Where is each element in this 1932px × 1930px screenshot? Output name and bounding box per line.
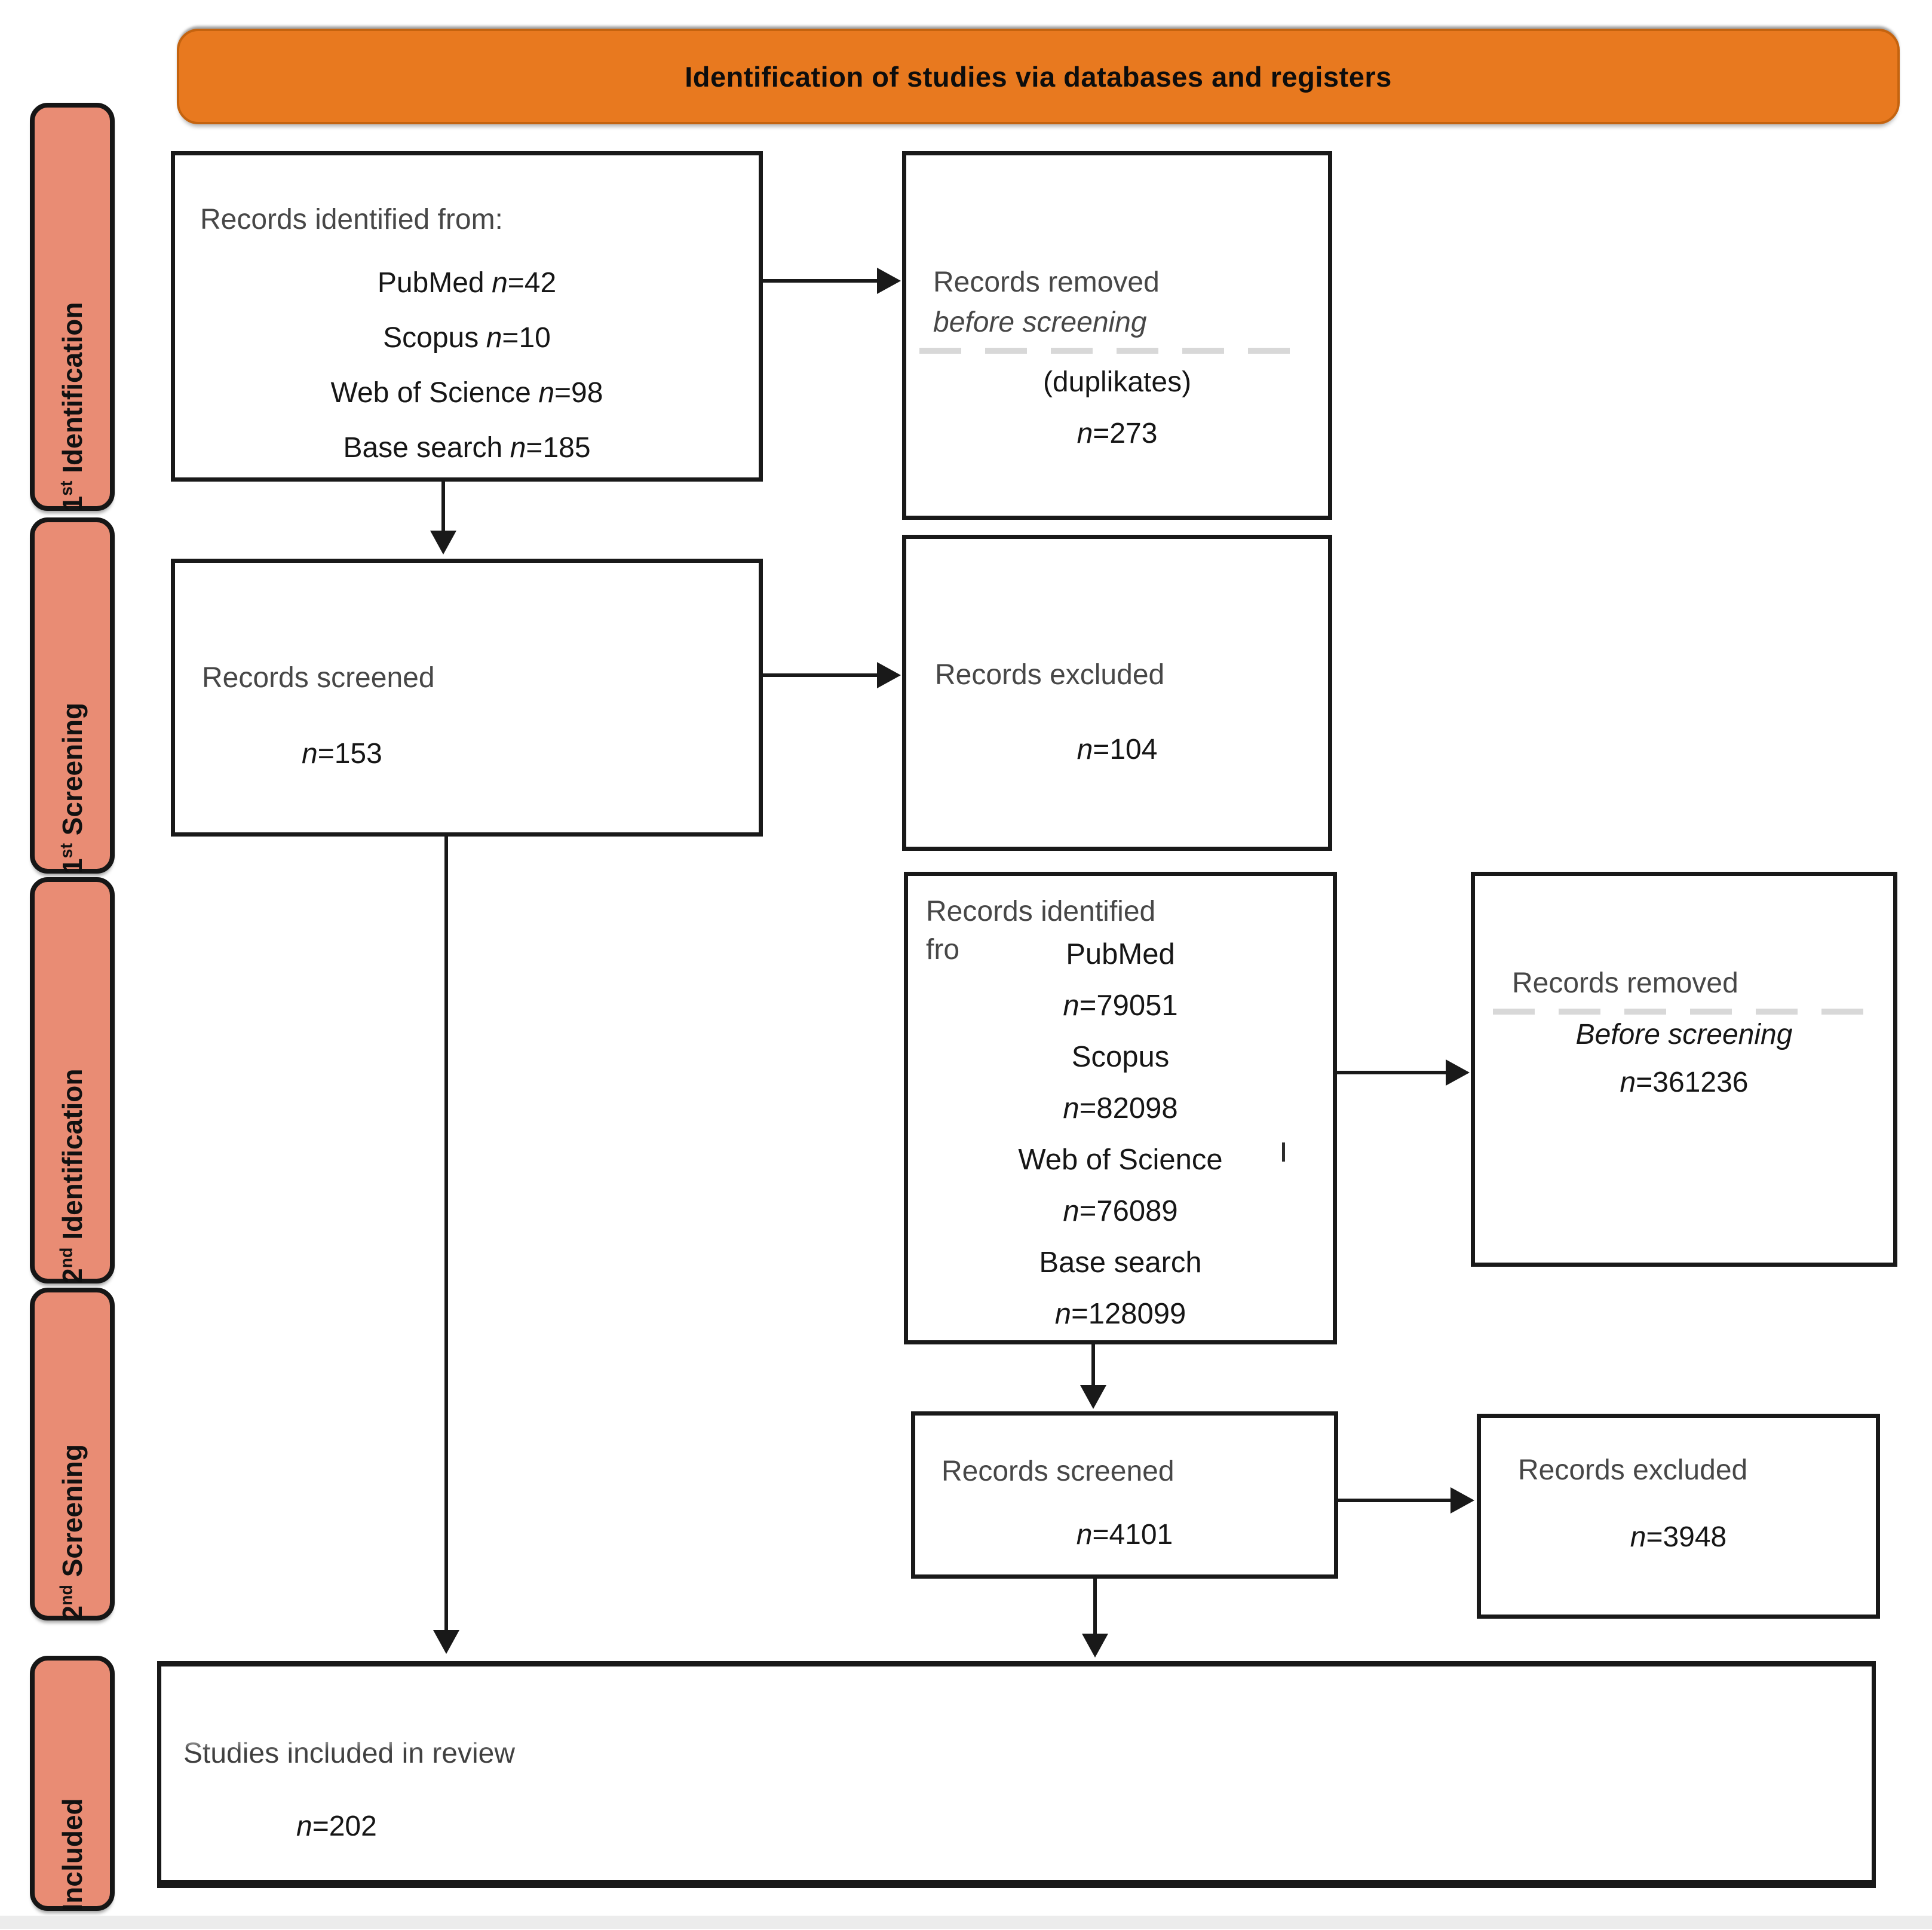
box-header: Records excluded: [935, 659, 1165, 691]
arrow-screened1-to-included-head: [433, 1630, 459, 1654]
source-count: n=76089: [1063, 1195, 1178, 1227]
box-studies-included: Studies included in review n=202: [157, 1661, 1876, 1888]
arrow-identified1-to-screened1-line: [441, 482, 445, 533]
sidebar-tab-label: 2nd Identification: [57, 1068, 88, 1283]
arrow-identified1-to-screened1-head: [430, 531, 456, 555]
sidebar-tab-first-identification: 1st Identification: [30, 103, 115, 511]
erased-text-artifact: [1493, 1009, 1866, 1015]
box-records-removed-2: Records removed Before screening n=36123…: [1471, 872, 1897, 1267]
sidebar-tab-second-screening: 2nd Screening: [30, 1288, 115, 1620]
banner-title: Identification of studies via databases …: [685, 60, 1392, 93]
sidebar-tab-first-screening: 1st Screening: [30, 517, 115, 874]
arrow-screened2-to-included-line: [1093, 1579, 1097, 1636]
arrow-identified1-to-removed1-line: [763, 279, 880, 283]
source-name-pubmed: PubMed: [1066, 938, 1175, 970]
box-header-clipped: fro: [926, 934, 960, 966]
stray-mark-artifact: [1282, 1142, 1285, 1162]
erased-text-artifact: [919, 348, 1290, 354]
sidebar-tab-second-identification: 2nd Identification: [30, 877, 115, 1283]
box-records-removed-1: Records removed before screening (duplik…: [902, 151, 1332, 520]
banner-identification-header: Identification of studies via databases …: [177, 29, 1900, 124]
arrow-screened2-to-excluded2-head: [1450, 1487, 1474, 1514]
box-count: n=153: [302, 738, 382, 770]
arrow-screened2-to-included-head: [1082, 1634, 1108, 1658]
box-count: n=104: [1077, 734, 1158, 765]
arrow-identified2-to-removed2-line: [1337, 1071, 1448, 1074]
source-name-web-of-science: Web of Science: [1018, 1144, 1223, 1176]
box-header: Records removed: [1512, 967, 1738, 999]
arrow-identified1-to-removed1-head: [877, 268, 901, 294]
box-records-screened-2: Records screened n=4101: [911, 1411, 1338, 1579]
source-list: PubMed n=79051 Scopus n=82098 Web of Sci…: [908, 929, 1333, 1340]
source-name-scopus: Scopus: [1071, 1041, 1170, 1073]
box-header: Records identified from:: [200, 204, 503, 235]
sidebar-tab-included: Included: [30, 1656, 115, 1911]
arrow-screened1-to-excluded1-line: [763, 673, 880, 677]
arrow-screened1-to-included-line: [444, 837, 448, 1632]
box-header: Records removed: [933, 266, 1160, 298]
sidebar-tab-label: 2nd Screening: [57, 1444, 88, 1620]
box-header: Records screened: [202, 662, 435, 694]
box-subheader-italic: before screening: [933, 307, 1147, 338]
box-records-screened-1: Records screened n=153: [171, 559, 763, 837]
box-header: Records screened: [942, 1456, 1174, 1487]
source-name-base-search: Base search: [1039, 1246, 1202, 1279]
arrow-identified2-to-removed2-head: [1446, 1059, 1470, 1086]
arrow-screened1-to-excluded1-head: [877, 662, 901, 688]
box-count: n=3948: [1630, 1521, 1727, 1553]
arrow-screened2-to-excluded2-line: [1338, 1499, 1453, 1502]
box-count: n=361236: [1620, 1067, 1749, 1098]
box-records-excluded-2: Records excluded n=3948: [1477, 1414, 1880, 1619]
box-header: Records identified: [926, 896, 1156, 927]
sidebar-tab-label: 1st Screening: [57, 702, 88, 874]
arrow-identified2-to-screened2-head: [1080, 1385, 1106, 1409]
box-count: n=202: [296, 1810, 377, 1842]
box-subheader-italic: Before screening: [1575, 1019, 1793, 1050]
source-count: n=82098: [1063, 1092, 1178, 1125]
box-count: n=273: [1077, 418, 1158, 449]
source-count: n=79051: [1063, 989, 1178, 1022]
arrow-identified2-to-screened2-line: [1091, 1344, 1095, 1387]
box-header: Records excluded: [1518, 1454, 1748, 1486]
sidebar-tab-label: Included: [57, 1797, 88, 1911]
box-count: n=4101: [1076, 1519, 1173, 1551]
fade-artifact: [173, 1726, 830, 1751]
sidebar-tab-label: 1st Identification: [57, 302, 88, 511]
box-records-identified-2: Records identified fro PubMed n=79051 Sc…: [904, 872, 1337, 1344]
source-count: n=128099: [1054, 1298, 1186, 1330]
scan-edge-artifact: [0, 1916, 1932, 1929]
box-records-excluded-1: Records excluded n=104: [902, 535, 1332, 851]
box-line-duplikates: (duplikates): [1042, 366, 1192, 398]
